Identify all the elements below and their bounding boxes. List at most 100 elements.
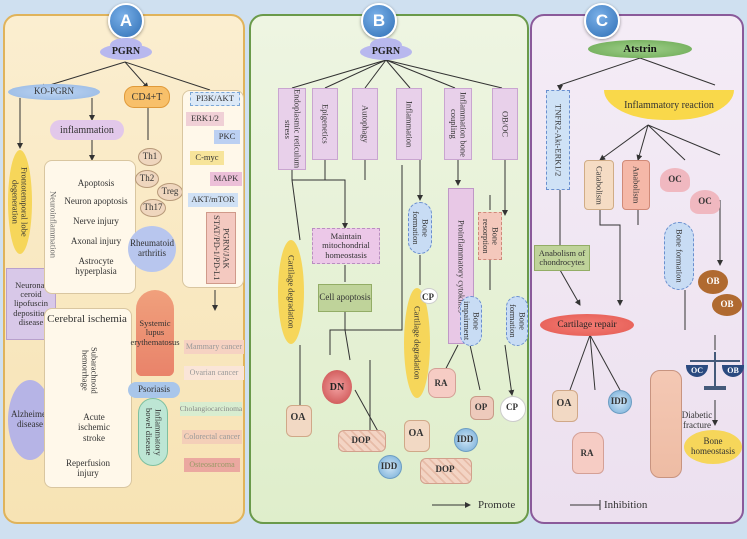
ob-scale-label: OB bbox=[722, 365, 744, 377]
treg-cell: Treg bbox=[157, 183, 183, 201]
cerebral-box bbox=[44, 308, 132, 488]
panel-a-badge: A bbox=[108, 3, 144, 39]
cp-label-2: CP bbox=[506, 402, 518, 412]
bone-formation-b1: Bone formation bbox=[408, 202, 432, 254]
kidney-icon bbox=[322, 370, 352, 404]
op-bone-icon bbox=[470, 396, 494, 420]
dop-label-2: DOP bbox=[435, 464, 455, 474]
th2-cell: Th2 bbox=[135, 170, 159, 188]
idd-label-2: IDD bbox=[456, 434, 474, 444]
pgrn-label-a: PGRN bbox=[111, 46, 141, 57]
oc-label-1: OC bbox=[668, 174, 682, 184]
oa-label-b1: OA bbox=[290, 412, 306, 423]
cell-apoptosis-box: Cell apoptosis bbox=[318, 284, 372, 312]
dop-bone-icon-1 bbox=[338, 430, 386, 452]
idd-label-c: IDD bbox=[610, 396, 628, 406]
oc-cell-icon-1 bbox=[660, 168, 690, 192]
cartilage-repair: Cartilage repair bbox=[540, 314, 634, 336]
atstrin-node: Atstrin bbox=[588, 40, 692, 58]
psoriasis: Psoriasis bbox=[128, 382, 180, 398]
bone-resorption-box: Bone resorption bbox=[478, 212, 502, 260]
oa-label-b2: OA bbox=[408, 428, 424, 439]
ftld-label: Frontotemporal lobe degeneration bbox=[10, 167, 30, 237]
panel-c-badge: C bbox=[584, 3, 620, 39]
pgrn-cloud-a: PGRN bbox=[100, 38, 152, 62]
legend-promote: Promote bbox=[478, 499, 516, 511]
pathway-cmyc: C-myc bbox=[190, 151, 224, 165]
cd4-t-cell: CD4+T bbox=[124, 86, 170, 108]
leg-bone-icon bbox=[650, 370, 682, 478]
bone-impairment-box: Bone impairment bbox=[460, 296, 482, 346]
ob-label-1: OB bbox=[706, 276, 720, 286]
oa-knee-icon-1 bbox=[286, 405, 312, 437]
dop-bone-icon-2 bbox=[420, 458, 472, 484]
bone-formation-b2: Bone formation bbox=[506, 296, 528, 346]
tnfr2-box: TNFR2-Akt-ERK1/2 bbox=[546, 90, 570, 190]
pgrn-jak-box: PGRN/JAK STAT/PD-1/PD-L1 bbox=[206, 212, 236, 284]
ftld-pill bbox=[8, 150, 32, 254]
rheumatoid-arthritis: Rheumatoid arthritis bbox=[128, 226, 176, 272]
cancer-osteosarcoma: Osteosarcoma bbox=[184, 458, 240, 472]
neuro-item-neuron-apoptosis: Neuron apoptosis bbox=[64, 196, 128, 206]
pathway-akt-mtor: AKT/mTOR bbox=[188, 193, 238, 207]
autophagy-box: Autophagy bbox=[352, 88, 378, 160]
ob-cell-icon-2 bbox=[712, 294, 742, 316]
inflammation-b-box: Inflammation bbox=[396, 88, 422, 160]
bone-homeostasis: Bone homeostasis bbox=[684, 430, 742, 464]
cartilage-degradation-1: Cartilage degradation bbox=[278, 240, 304, 344]
neuro-item-nerve-injury: Nerve injury bbox=[73, 216, 119, 226]
pathway-pkc: PKC bbox=[214, 130, 240, 144]
cartilage-degradation-2: Cartilage degradation bbox=[404, 288, 430, 398]
cancer-cholangio: Cholangiocarcinoma bbox=[180, 402, 242, 416]
oa-knee-icon-2 bbox=[404, 420, 430, 452]
neuroinflammation-label: Neuroinflammation bbox=[48, 191, 59, 259]
ob-oc-box: OB/OC bbox=[492, 88, 518, 160]
sah-label: Subarachnoid hemorrhage bbox=[80, 346, 100, 394]
scale-icon bbox=[690, 352, 740, 392]
th17-cell: Th17 bbox=[140, 199, 166, 217]
neuro-item-apoptosis: Apoptosis bbox=[77, 178, 115, 188]
ra-label-c: RA bbox=[580, 448, 594, 458]
oc-label-2: OC bbox=[698, 196, 712, 206]
dn-label: DN bbox=[329, 382, 345, 393]
anabolism-box: Anabolism bbox=[622, 160, 650, 210]
catabolism-box: Catabolism bbox=[584, 160, 614, 210]
ibd-box: Inflammatory bowel disease bbox=[138, 398, 168, 466]
cancer-mammary: Mammary cancer bbox=[184, 340, 244, 354]
diabetic-fracture-label: Diabetic fracture bbox=[681, 410, 713, 431]
maintain-mito-box: Maintain mitochondrial homeostasis bbox=[312, 228, 380, 264]
ob-label-2: OB bbox=[720, 299, 734, 309]
neuro-item-axonal-injury: Axonal injury bbox=[70, 236, 122, 246]
inflammation-bone-coupling-box: Inflammation bone coupling bbox=[444, 88, 472, 160]
ra-hand-icon-b bbox=[428, 368, 456, 398]
oc-scale-label: OC bbox=[686, 365, 708, 377]
cancer-colorectal: Colorectal cancer bbox=[182, 430, 242, 444]
anabolism-chondrocytes: Anabolism of chondrocytes bbox=[534, 245, 590, 271]
ra-label-b: RA bbox=[434, 378, 448, 388]
reperfusion-label: Reperfusion injury bbox=[66, 458, 110, 479]
pgrn-cloud-b: PGRN bbox=[360, 38, 412, 62]
oa-knee-icon-c bbox=[552, 390, 578, 422]
oa-label-c: OA bbox=[556, 398, 572, 409]
neuro-box bbox=[44, 160, 136, 294]
epigenetics-box: Epigenetics bbox=[312, 88, 338, 160]
inflammation-box: inflammation bbox=[50, 120, 124, 140]
idd-disc-icon-c bbox=[608, 390, 632, 414]
ko-pgrn: KO-PGRN bbox=[8, 84, 100, 100]
idd-disc-icon-1 bbox=[378, 455, 402, 479]
idd-label-1: IDD bbox=[380, 461, 398, 471]
op-label: OP bbox=[474, 402, 488, 412]
cerebral-ischemia-label: Cerebral ischemia bbox=[47, 313, 127, 325]
oc-cell-icon-2 bbox=[690, 190, 720, 214]
dop-label-1: DOP bbox=[351, 435, 371, 445]
cancer-ovarian: Ovarian cancer bbox=[184, 366, 244, 380]
pathway-erk: ERK1/2 bbox=[186, 112, 224, 126]
idd-disc-icon-2 bbox=[454, 428, 478, 452]
cp-tooth-icon-2 bbox=[500, 396, 526, 422]
panel-b-badge: B bbox=[361, 3, 397, 39]
pgrn-label-b: PGRN bbox=[371, 46, 401, 57]
cp-label-1: CP bbox=[422, 292, 434, 302]
bone-formation-c: Bone formation bbox=[664, 222, 694, 290]
legend-inhibition: Inhibition bbox=[604, 499, 648, 511]
stroke-label: Acute ischemic stroke bbox=[78, 412, 110, 443]
